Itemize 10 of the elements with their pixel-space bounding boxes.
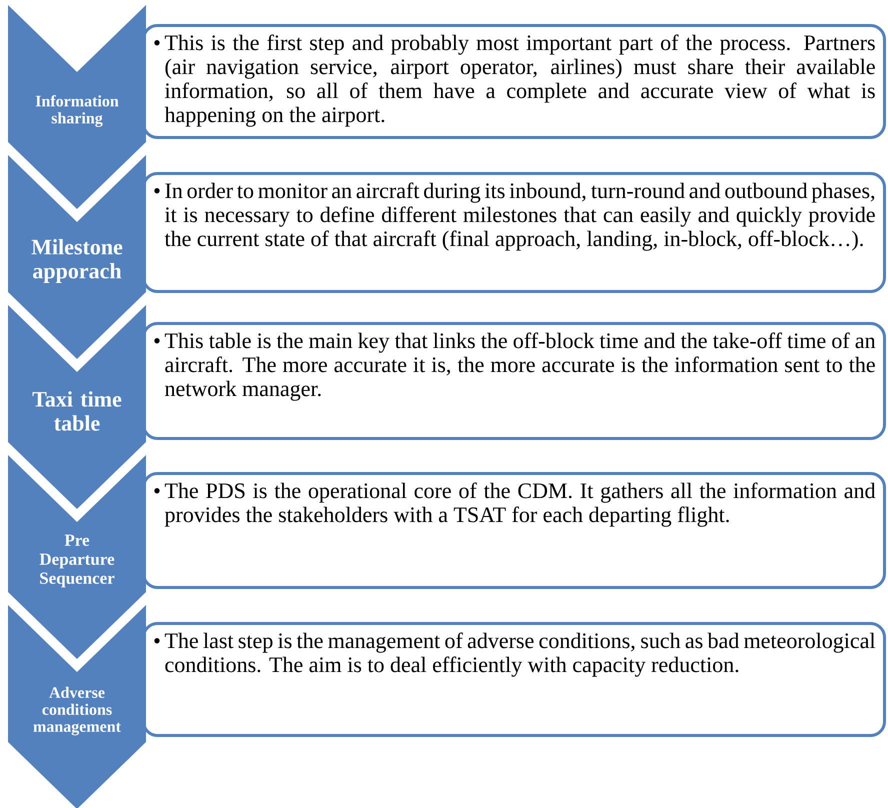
node-label: Pre Departure Sequencer	[40, 534, 114, 588]
node-label: Adverse conditions management	[33, 686, 121, 736]
node-label: Information sharing	[36, 95, 119, 127]
text-box: • The PDS is the operational core of the CDM. It gathers all the information and provides the stakeholders with a TSAT for each departing flight.	[142, 472, 886, 589]
text-box: • This is the first step and probably most important part of the process. Partners (air navigation service, airport operator, airlines) must share their available information, so all of them have a complete and accurate view of what is happening on the airport.	[142, 24, 886, 139]
node-label: Taxi time table	[32, 391, 122, 431]
node-label: Milestone apporach	[32, 239, 122, 283]
text-box: • The last step is the management of adverse conditions, such as bad meteorological conditions. The aim is to deal efficiently with capacity reduction.	[142, 622, 886, 737]
text-box: • This table is the main key that links the off-block time and the take-off time of an aircraft. The more accurate it is, the more accurate is the information sent to the network manager.	[142, 322, 886, 440]
text-box: • In order to monitor an aircraft during its inbound, turn-round and outbound phases, it is necessary to define different milestones that can easily and quickly provide the current state of that aircraft (final approach, landing, in-block, off-block…).	[142, 172, 886, 293]
